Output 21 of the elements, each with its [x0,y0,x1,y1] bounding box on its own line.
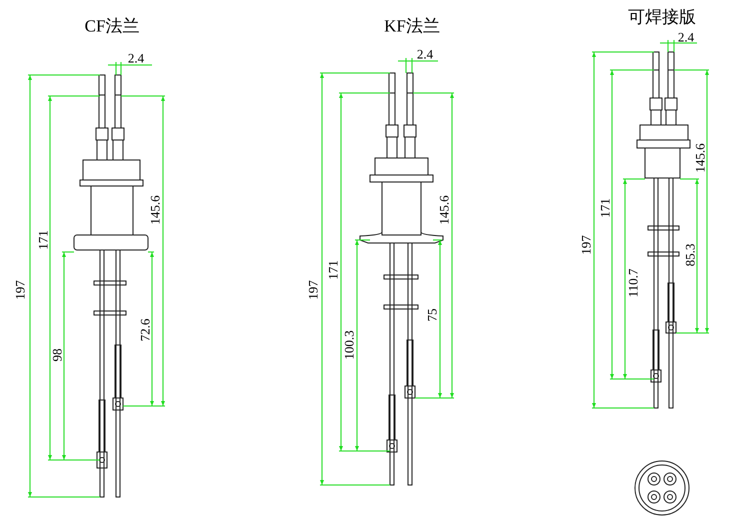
dimension-value: 2.4 [678,30,694,44]
dimension-value: 85.3 [684,244,696,266]
view-title: KF法兰 [384,18,440,34]
dimension-value: 110.7 [626,268,640,298]
dimension-value: 171 [598,198,612,218]
dimension-value: 75 [426,308,438,322]
view-title: CF法兰 [84,18,140,34]
dimension-value: 145.6 [148,195,162,225]
view-title: 可焊接版 [628,8,696,26]
dimension-value: 171 [326,260,340,280]
dimension-value: 2.4 [128,52,144,64]
dimension-value: 72.6 [138,318,152,342]
dimension-value: 145.6 [438,195,450,225]
dimension-value: 2.4 [416,48,434,60]
dimension-value: 197 [580,235,592,255]
dimension-value: 171 [36,230,50,250]
dimension-value: 197 [306,280,320,300]
dimension-value: 197 [14,280,26,300]
dimension-value: 145.6 [694,143,706,173]
dimension-value: 100.3 [342,330,356,360]
dimension-value: 98 [50,348,64,362]
